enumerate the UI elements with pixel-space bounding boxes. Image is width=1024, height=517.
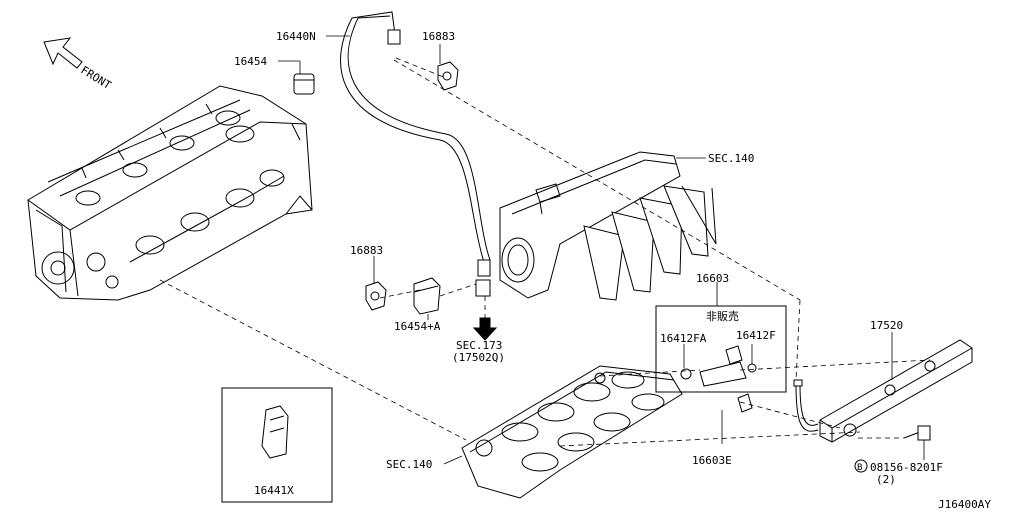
part-label-16454a: 16454+A: [394, 320, 441, 333]
injector-drawing: [680, 345, 757, 413]
bolt-drawing: [903, 425, 931, 441]
part-label-16603: 16603: [696, 272, 729, 285]
part-label-bolt-qty: (2): [876, 473, 896, 486]
clamp-16883-mid-drawing: [365, 281, 387, 311]
part-label-bolt: 08156-8201F: [870, 461, 943, 474]
part-label-16412f: 16412F: [736, 329, 776, 342]
dashed-leader-lines: [159, 57, 931, 447]
bolt-prefix-badge: B: [854, 459, 868, 473]
part-label-16440n: 16440N: [276, 30, 316, 43]
leader-lines: [278, 35, 925, 465]
not-for-sale-label: 非販売: [706, 310, 739, 323]
part-label-16454: 16454: [234, 55, 267, 68]
down-arrow-icon: [472, 296, 498, 341]
front-label: FRONT: [78, 64, 113, 93]
bracket-16441x-drawing: [261, 405, 289, 459]
clip-16454a-drawing: [413, 277, 441, 315]
part-label-sec140-upper: SEC.140: [708, 152, 754, 165]
part-label-16441x: 16441X: [254, 484, 294, 497]
cylinder-head-drawing: [27, 85, 313, 301]
intake-manifold-upper-drawing: [499, 151, 717, 301]
fuel-rail-drawing: [793, 339, 973, 443]
part-label-17520: 17520: [870, 319, 903, 332]
vapor-hose-drawing: [340, 11, 491, 297]
clamp-16883-top-drawing: [437, 61, 459, 91]
part-label-sec173-ref: (17502Q): [452, 351, 505, 364]
part-label-16883-top: 16883: [422, 30, 455, 43]
part-label-16883-mid: 16883: [350, 244, 383, 257]
part-label-sec173: SEC.173: [456, 339, 502, 352]
bolt-prefix-letter: B: [857, 463, 862, 473]
part-label-sec140-lower: SEC.140: [386, 458, 432, 471]
part-label-16603e: 16603E: [692, 454, 732, 467]
injector-group-box: [655, 305, 787, 393]
bracket-16441x-box: [221, 387, 333, 503]
intake-manifold-lower-drawing: [461, 365, 683, 499]
clip-16454-drawing: [293, 73, 315, 95]
front-arrow-icon: [43, 37, 83, 69]
part-label-16412fa: 16412FA: [660, 332, 707, 345]
diagram-code: J16400AY: [938, 498, 991, 511]
